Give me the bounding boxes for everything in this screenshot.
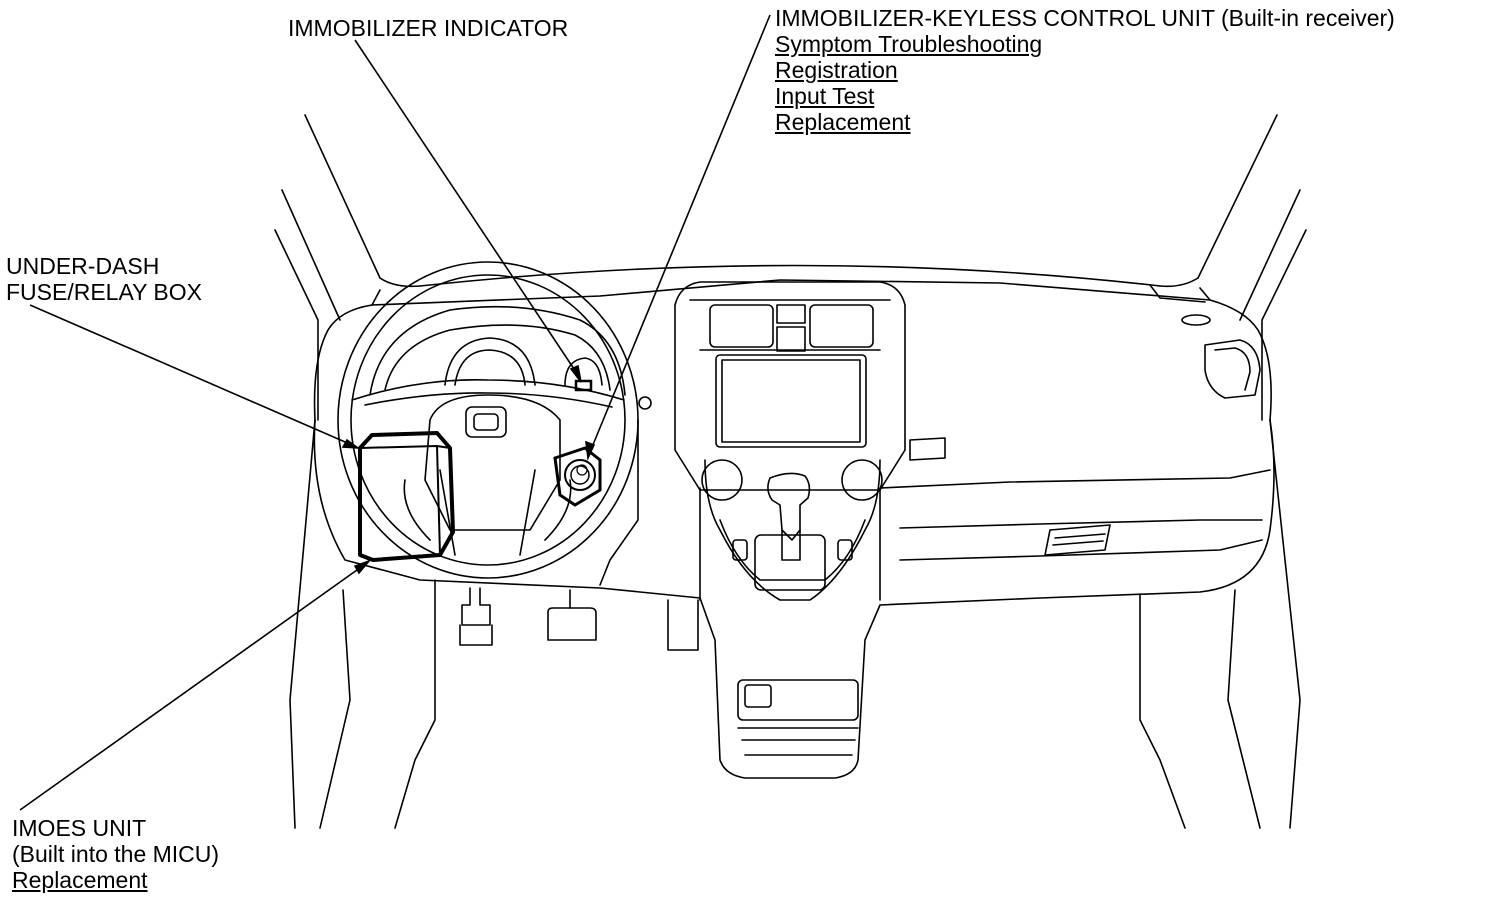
replacement-link[interactable]: Replacement <box>775 109 911 135</box>
fuse-box-label-line1: UNDER-DASH <box>6 253 160 279</box>
imoes-replacement-link[interactable]: Replacement <box>12 867 148 893</box>
center-stack <box>674 281 906 756</box>
lower-dash <box>313 419 1275 779</box>
imoes-unit-sublabel: (Built into the MICU) <box>12 841 220 867</box>
steering-wheel <box>337 261 652 586</box>
fuse-relay-box <box>358 431 455 562</box>
control-unit-title: IMMOBILIZER-KEYLESS CONTROL UNIT (Built-… <box>775 5 1395 31</box>
registration-link[interactable]: Registration <box>775 57 898 83</box>
symptom-troubleshooting-link[interactable]: Symptom Troubleshooting <box>775 31 1043 57</box>
right-a-pillar <box>1159 114 1307 421</box>
dashboard-top <box>313 264 1272 421</box>
ignition-switch <box>553 446 602 507</box>
input-test-link[interactable]: Input Test <box>775 83 875 109</box>
immobilizer-indicator-label: IMMOBILIZER INDICATOR <box>288 15 569 41</box>
pedals <box>289 419 1301 829</box>
fuse-box-label-line2: FUSE/RELAY BOX <box>6 279 202 305</box>
imoes-unit-label: IMOES UNIT <box>12 815 147 841</box>
glovebox-latch <box>1044 524 1111 556</box>
leader-lines <box>19 14 771 811</box>
immobilizer-indicator-mark <box>574 379 593 392</box>
right-vents <box>909 339 1261 461</box>
fuse-box-callout: UNDER-DASH FUSE/RELAY BOX <box>6 253 202 305</box>
imoes-unit-callout: IMOES UNIT (Built into the MICU) Replace… <box>12 815 219 893</box>
instrument-cluster <box>369 305 626 396</box>
control-unit-callout: IMMOBILIZER-KEYLESS CONTROL UNIT (Built-… <box>775 5 1395 135</box>
left-a-pillar <box>274 114 421 421</box>
